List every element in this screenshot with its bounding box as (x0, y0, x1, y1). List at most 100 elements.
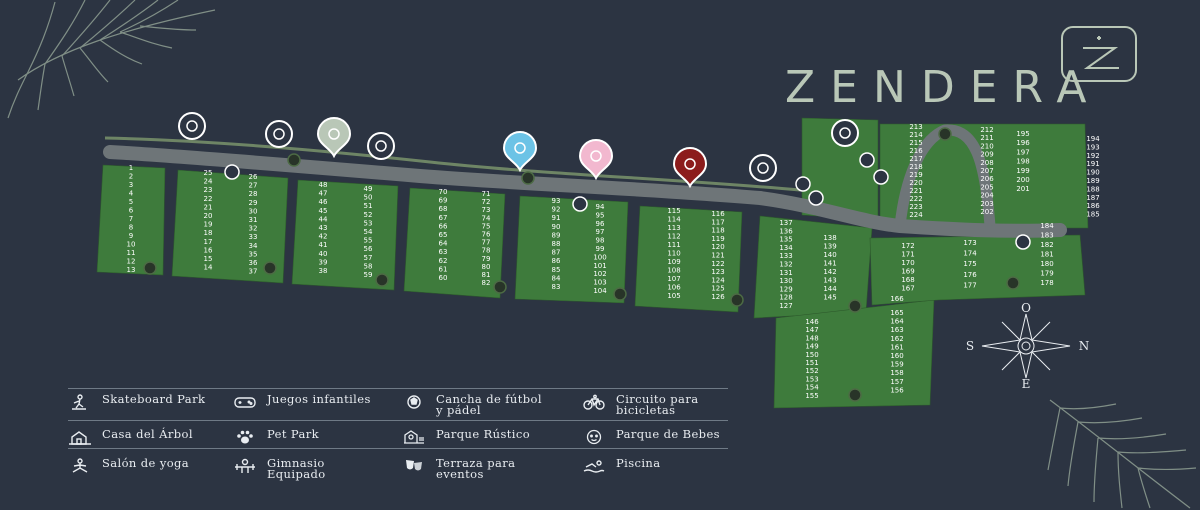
lot-number: 15 (204, 255, 213, 263)
lot-number: 86 (552, 257, 561, 265)
legend-item-casa-arbol: Casa del Árbol (68, 428, 193, 445)
lot-number: 93 (552, 197, 561, 205)
lot-number: 153 (805, 375, 818, 383)
lot-number: 6 (129, 207, 134, 215)
lot-number: 142 (823, 268, 836, 276)
lot-number: 27 (249, 182, 258, 190)
lot-number: 132 (779, 261, 792, 269)
bicycle-icon[interactable] (748, 154, 778, 182)
lot-number: 79 (482, 255, 491, 263)
paw-icon[interactable] (316, 117, 352, 159)
amenity-marker[interactable] (224, 164, 240, 180)
lot-number: 175 (963, 260, 976, 268)
lot-number: 74 (482, 214, 491, 222)
lot-number: 113 (667, 224, 680, 232)
lot-block-8 (773, 299, 935, 409)
lot-number: 189 (1086, 177, 1099, 185)
lot-number: 61 (439, 265, 448, 273)
compass-north-label: O (1021, 302, 1031, 315)
lot-number: 30 (249, 207, 258, 215)
lot-number: 141 (823, 260, 836, 268)
lot-number: 220 (909, 179, 922, 187)
baby-face-icon[interactable] (578, 139, 614, 181)
amenity-marker[interactable] (859, 152, 875, 168)
lot-number: 157 (890, 378, 903, 386)
lot-number: 133 (779, 252, 792, 260)
lot-number: 192 (1086, 152, 1099, 160)
lot-number: 138 (823, 234, 836, 242)
skateboard-icon (68, 394, 92, 410)
lot-number: 92 (552, 206, 561, 214)
bicycle-icon[interactable] (177, 112, 207, 140)
legend-label: Pet Park (267, 427, 320, 441)
lot-number: 76 (482, 231, 491, 239)
lot-number: 33 (249, 233, 258, 241)
tree (287, 153, 301, 167)
lot-number: 36 (249, 259, 258, 267)
tree (938, 127, 952, 141)
lot-number: 209 (980, 151, 993, 159)
lot-number: 206 (980, 175, 994, 183)
lot-number: 11 (127, 249, 136, 257)
lot-number: 121 (711, 252, 724, 260)
compass-west-label: S (966, 339, 974, 353)
compass-rose: O E S N (966, 302, 1090, 390)
lot-labels: 1234567891011121325242322212019181716151… (127, 123, 1101, 400)
gym-icon[interactable] (366, 132, 396, 160)
tree (848, 299, 862, 313)
legend-label: Parque de Bebes (616, 427, 720, 441)
lot-number: 203 (980, 200, 993, 208)
lot-number: 8 (129, 224, 133, 232)
lot-number: 104 (593, 287, 607, 295)
lot-number: 51 (364, 202, 373, 210)
lot-number: 193 (1086, 143, 1099, 151)
lot-number: 183 (1040, 232, 1053, 240)
lot-block-3 (291, 179, 399, 291)
lot-number: 165 (890, 309, 903, 317)
lot-number: 62 (439, 257, 448, 265)
tree-house-icon[interactable] (264, 120, 294, 148)
lot-number: 139 (823, 243, 836, 251)
lot-number: 152 (805, 367, 818, 375)
legend-label: Juegos infantiles (267, 392, 371, 406)
compass-east-label: N (1079, 339, 1090, 353)
football-icon[interactable] (830, 119, 860, 147)
lot-number: 173 (963, 239, 976, 247)
legend-item-pet-park: Pet Park (233, 427, 320, 445)
lot-number: 134 (779, 244, 793, 252)
lot-number: 168 (901, 276, 914, 284)
lot-number: 194 (1086, 135, 1100, 143)
lot-number: 128 (779, 294, 792, 302)
lot-number: 67 (439, 214, 448, 222)
lot-number: 35 (249, 250, 258, 258)
events-icon[interactable] (672, 147, 708, 189)
tree (493, 280, 507, 294)
amenity-marker[interactable] (795, 176, 811, 192)
paw-icon (233, 429, 257, 445)
lot-number: 118 (711, 227, 724, 235)
lot-number: 144 (823, 285, 837, 293)
ball-icon (402, 394, 426, 410)
lot-block-4 (403, 187, 506, 299)
legend-label: Salón de yoga (102, 456, 190, 470)
amenity-marker[interactable] (873, 169, 889, 185)
rustic-park-icon[interactable] (502, 131, 538, 173)
lot-number: 198 (1016, 158, 1029, 166)
lot-number: 124 (711, 276, 725, 284)
palm-leaf-top-left (7, 0, 216, 119)
lot-number: 211 (980, 134, 993, 142)
lot-number: 170 (901, 259, 914, 267)
lot-number: 63 (439, 248, 448, 256)
lot-number: 191 (1086, 160, 1099, 168)
lot-number: 39 (319, 258, 328, 266)
lot-number: 178 (1040, 279, 1053, 287)
amenity-marker[interactable] (808, 190, 824, 206)
tree-markers (143, 127, 1020, 402)
lot-number: 43 (319, 224, 328, 232)
legend-item-parque-bebes: Parque de Bebes (582, 427, 720, 445)
amenity-marker[interactable] (572, 196, 588, 212)
lot-number: 4 (129, 190, 134, 198)
amenity-marker[interactable] (1015, 234, 1031, 250)
